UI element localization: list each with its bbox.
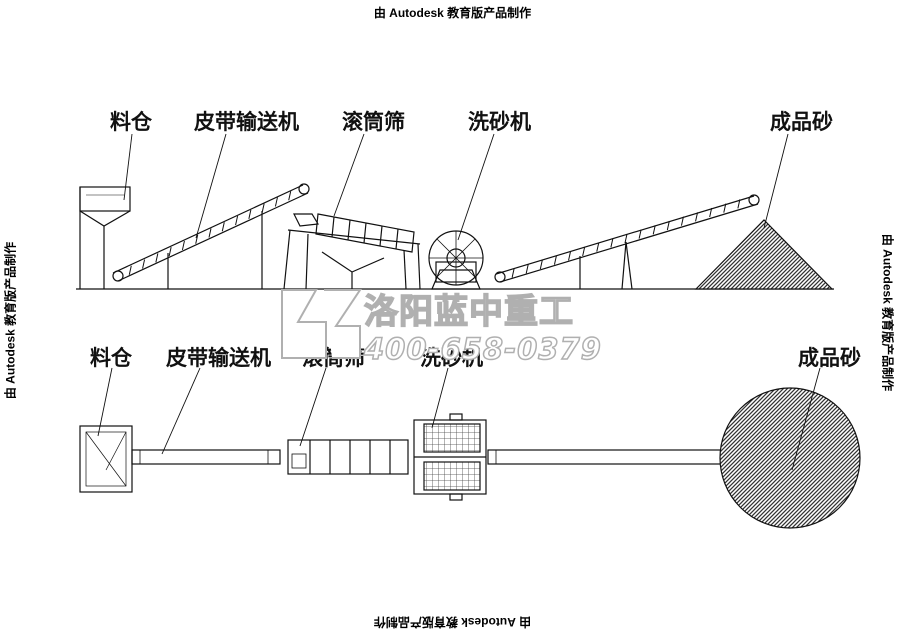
conveyor-idler (195, 234, 199, 244)
plan-label-belt-conveyor: 皮带输送机 (166, 345, 271, 370)
plan-finished-sand-pile (719, 387, 861, 529)
conveyor-idler (288, 191, 292, 201)
conveyor-idler (155, 253, 159, 263)
elevation-hopper (79, 186, 131, 289)
conveyor-idler (652, 225, 656, 235)
conveyor-idler (181, 240, 185, 251)
autodesk-stamp-top: 由 Autodesk 教育版产品制作 (373, 6, 532, 20)
conveyor-idler (142, 259, 146, 269)
conveyor-idler (624, 233, 628, 244)
conveyor-idler (568, 251, 572, 261)
conveyor-idler (709, 207, 713, 218)
elevation-label-belt-conveyor: 皮带输送机 (194, 109, 299, 134)
conveyor-idler (208, 228, 212, 238)
watermark-phone: 400-658-0379 (363, 331, 602, 367)
plan-view (79, 367, 861, 529)
elevation-label-hopper: 料仓 (110, 109, 152, 134)
conveyor-idler (128, 265, 132, 275)
plan-belt-conveyor-1 (131, 449, 281, 465)
conveyor-idler (723, 203, 727, 213)
conveyor-idler (737, 199, 741, 209)
plan-label-finished-sand: 成品砂 (798, 345, 861, 370)
watermark-company-name: 洛阳蓝中重工 (363, 291, 574, 333)
conveyor-idler (610, 238, 614, 248)
elevation-finished-sand-pile (694, 219, 834, 290)
elevation-label-finished-sand: 成品砂 (770, 109, 833, 134)
plan-trommel (287, 439, 409, 475)
conveyor-idler (274, 197, 278, 207)
watermark-logo-icon (281, 289, 362, 359)
conveyor-idler (553, 255, 557, 265)
elevation-label-sand-washer: 洗砂机 (468, 109, 531, 134)
conveyor-idler (525, 264, 529, 274)
conveyor-idler (261, 203, 265, 213)
elevation-belt-conveyor-2 (494, 194, 760, 290)
elevation-label-trommel: 滚筒筛 (342, 109, 405, 134)
conveyor-idler (666, 220, 670, 231)
plan-hopper (79, 425, 133, 493)
plan-label-hopper: 料仓 (90, 345, 132, 370)
conveyor-idler (539, 259, 543, 270)
conveyor-idler (596, 242, 600, 252)
conveyor-idler (221, 222, 225, 232)
elevation-trommel (283, 213, 421, 290)
conveyor-idler (695, 212, 699, 222)
plan-label-sand-washer: 洗砂机 (420, 345, 483, 370)
conveyor-idler (235, 215, 239, 226)
conveyor-idler (638, 229, 642, 239)
plan-sand-washer (413, 413, 487, 501)
conveyor-idler (680, 216, 684, 226)
conveyor-idler (582, 246, 586, 257)
elevation-view (76, 133, 834, 290)
conveyor-idler (511, 268, 515, 278)
conveyor-idler (248, 209, 252, 219)
elevation-belt-conveyor-1 (112, 183, 310, 289)
conveyor-idler (168, 247, 172, 257)
elevation-sand-washer (428, 230, 484, 290)
